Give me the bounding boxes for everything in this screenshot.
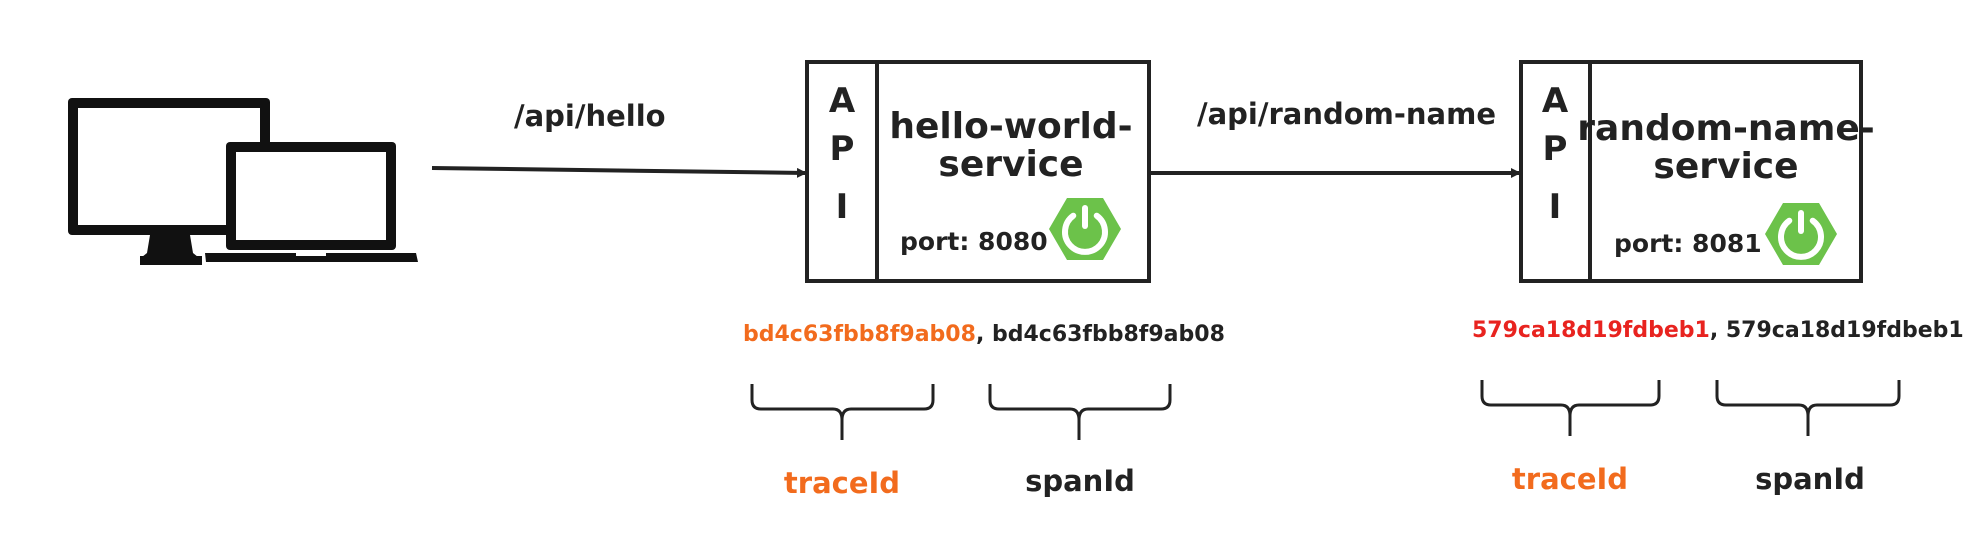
api-letter-a: A — [829, 81, 856, 121]
service-name-line1: random-name- — [1577, 108, 1874, 149]
service-name-line1: hello-world- — [889, 106, 1132, 147]
service-port: port: 8081 — [1614, 229, 1762, 258]
span-id-label: spanId — [1755, 462, 1865, 496]
span-id-brace — [1715, 380, 1901, 436]
trace-id-brace — [750, 384, 935, 440]
api-letter-i: I — [1549, 187, 1562, 227]
route-label-api-random-name: /api/random-name — [1197, 97, 1496, 131]
span-id-brace — [988, 384, 1172, 440]
desktop-and-laptop-icon — [68, 98, 418, 265]
trace-span-id-text: 579ca18d19fdbeb1, 579ca18d19fdbeb1 — [1472, 318, 1964, 343]
api-letter-a: A — [1542, 81, 1569, 121]
api-letter-i: I — [836, 187, 849, 227]
api-letter-p: P — [1543, 129, 1568, 169]
hello-world-service-box: A P I hello-world- service port: 8080 — [805, 60, 1151, 283]
service-name-line2: service — [1653, 146, 1798, 187]
spring-boot-power-icon — [1049, 198, 1121, 260]
trace-id-label: traceId — [1512, 462, 1628, 496]
random-name-service-box: A P I random-name- service port: 8081 — [1519, 60, 1875, 283]
trace-id-value: 579ca18d19fdbeb1 — [1472, 318, 1710, 343]
spring-boot-power-icon — [1765, 203, 1837, 265]
request-arrow-api-hello — [431, 166, 807, 178]
span-id-value: 579ca18d19fdbeb1 — [1726, 318, 1964, 343]
id-separator: , — [976, 322, 992, 347]
service-port: port: 8080 — [900, 227, 1048, 256]
trace-id-label: traceId — [784, 466, 900, 500]
route-label-api-hello: /api/hello — [514, 99, 666, 133]
id-separator: , — [1710, 318, 1726, 343]
trace-span-id-text: bd4c63fbb8f9ab08, bd4c63fbb8f9ab08 — [743, 322, 1225, 347]
span-id-label: spanId — [1025, 464, 1135, 498]
trace-id-brace — [1480, 380, 1661, 436]
trace-id-value: bd4c63fbb8f9ab08 — [743, 322, 976, 347]
service-name-line2: service — [938, 144, 1083, 185]
api-letter-p: P — [830, 129, 855, 169]
span-id-value: bd4c63fbb8f9ab08 — [992, 322, 1225, 347]
